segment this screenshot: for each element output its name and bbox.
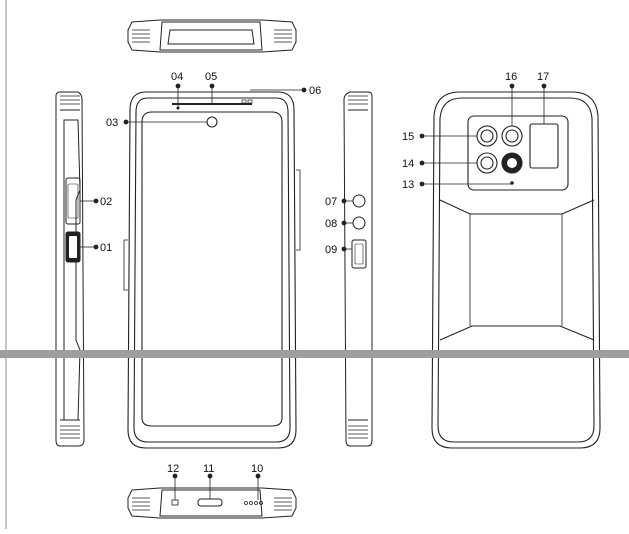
- usb-port: [197, 498, 223, 507]
- callout-17: 17: [537, 71, 549, 83]
- back-view: [431, 91, 601, 449]
- callout-09: 09: [325, 244, 337, 256]
- callout-13: 13: [402, 179, 414, 191]
- right-side-view: [343, 91, 373, 447]
- front-camera-icon: [206, 116, 218, 128]
- callout-leaders: [80, 83, 547, 500]
- bottom-edge-view: [127, 487, 297, 519]
- callout-10: 10: [251, 463, 263, 475]
- callout-02: 02: [100, 196, 112, 208]
- callout-16: 16: [505, 71, 517, 83]
- callout-03: 03: [106, 117, 118, 129]
- camera-module: [467, 115, 569, 191]
- callout-15: 15: [402, 131, 414, 143]
- callout-07: 07: [325, 196, 337, 208]
- callout-12: 12: [167, 463, 179, 475]
- callout-05: 05: [205, 71, 217, 83]
- top-edge-view: [127, 19, 297, 53]
- horizontal-band: [0, 350, 629, 358]
- callout-08: 08: [325, 218, 337, 230]
- callout-06: 06: [309, 85, 321, 97]
- callout-11: 11: [203, 463, 214, 475]
- callout-01: 01: [100, 242, 112, 254]
- callout-labels: 01 02 03 04 05 06 07 08 09 10 11 12 13 1…: [100, 71, 549, 475]
- front-view: [123, 91, 301, 449]
- left-side-view: [55, 91, 85, 447]
- callout-14: 14: [402, 158, 414, 170]
- callout-04: 04: [171, 71, 183, 83]
